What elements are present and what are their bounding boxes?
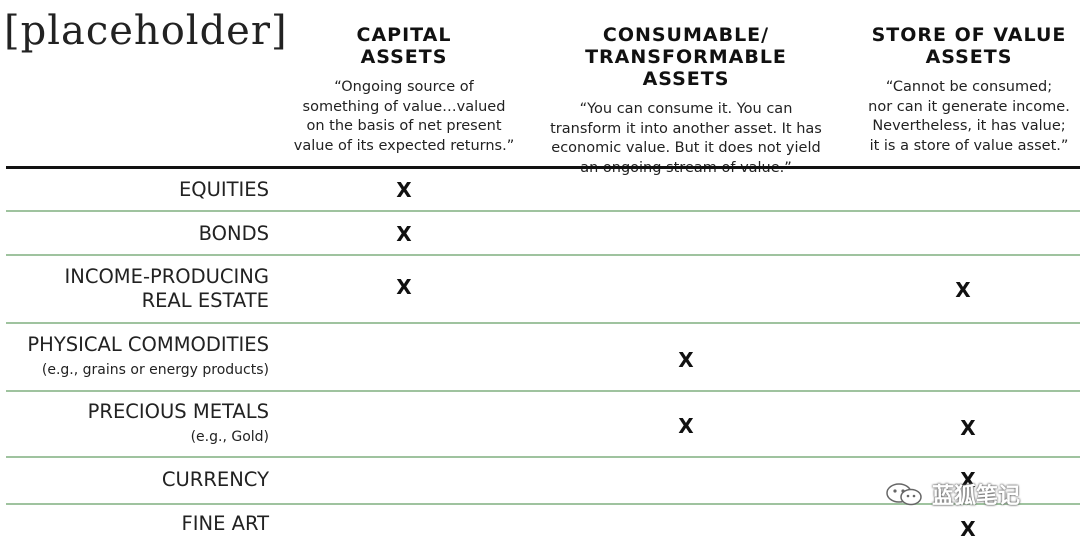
row-label-physical-commodities: PHYSICAL COMMODITIES (e.g., grains or en… (27, 333, 269, 378)
column-title: CONSUMABLE/TRANSFORMABLE ASSETS (585, 24, 787, 90)
mark-bonds-capital: X (396, 222, 412, 246)
column-header-consumable: CONSUMABLE/TRANSFORMABLE ASSETS “You can… (538, 24, 834, 178)
row-divider (6, 210, 1080, 212)
row-label-precious-metals: PRECIOUS METALS (e.g., Gold) (87, 400, 269, 445)
row-sublabel: (e.g., grains or energy products) (41, 362, 269, 378)
row-divider (6, 254, 1080, 256)
row-label-income-real-estate: INCOME-PRODUCING REAL ESTATE (64, 265, 270, 312)
mark-metals-store: X (960, 416, 976, 440)
mark-real-estate-capital: X (396, 275, 412, 299)
column-quote: “Cannot be consumed;nor can it generate … (868, 79, 1070, 154)
watermark-text: 蓝狐笔记 (932, 484, 1021, 509)
mark-fine-art-store: X (960, 517, 976, 541)
row-label-equities: EQUITIES (178, 178, 269, 201)
row-label-fine-art: FINE ART (181, 512, 269, 535)
mark-equities-capital: X (396, 178, 412, 202)
row-sublabel: (e.g., Gold) (190, 429, 269, 445)
header-rule (6, 166, 1080, 169)
placeholder-logo: [placeholder] (4, 8, 288, 54)
row-divider (6, 456, 1080, 458)
wechat-icon (886, 483, 922, 506)
row-divider (6, 390, 1080, 392)
mark-currency-store: X (960, 468, 976, 492)
row-label-bonds: BONDS (198, 222, 269, 245)
mark-metals-consumable: X (678, 414, 694, 438)
mark-commodities-consumable: X (678, 348, 694, 372)
row-label-currency: CURRENCY (161, 468, 269, 491)
row-divider (6, 322, 1080, 324)
mark-real-estate-store: X (955, 278, 971, 302)
watermark: 蓝狐笔记 (884, 478, 1020, 510)
row-divider (6, 503, 1080, 505)
